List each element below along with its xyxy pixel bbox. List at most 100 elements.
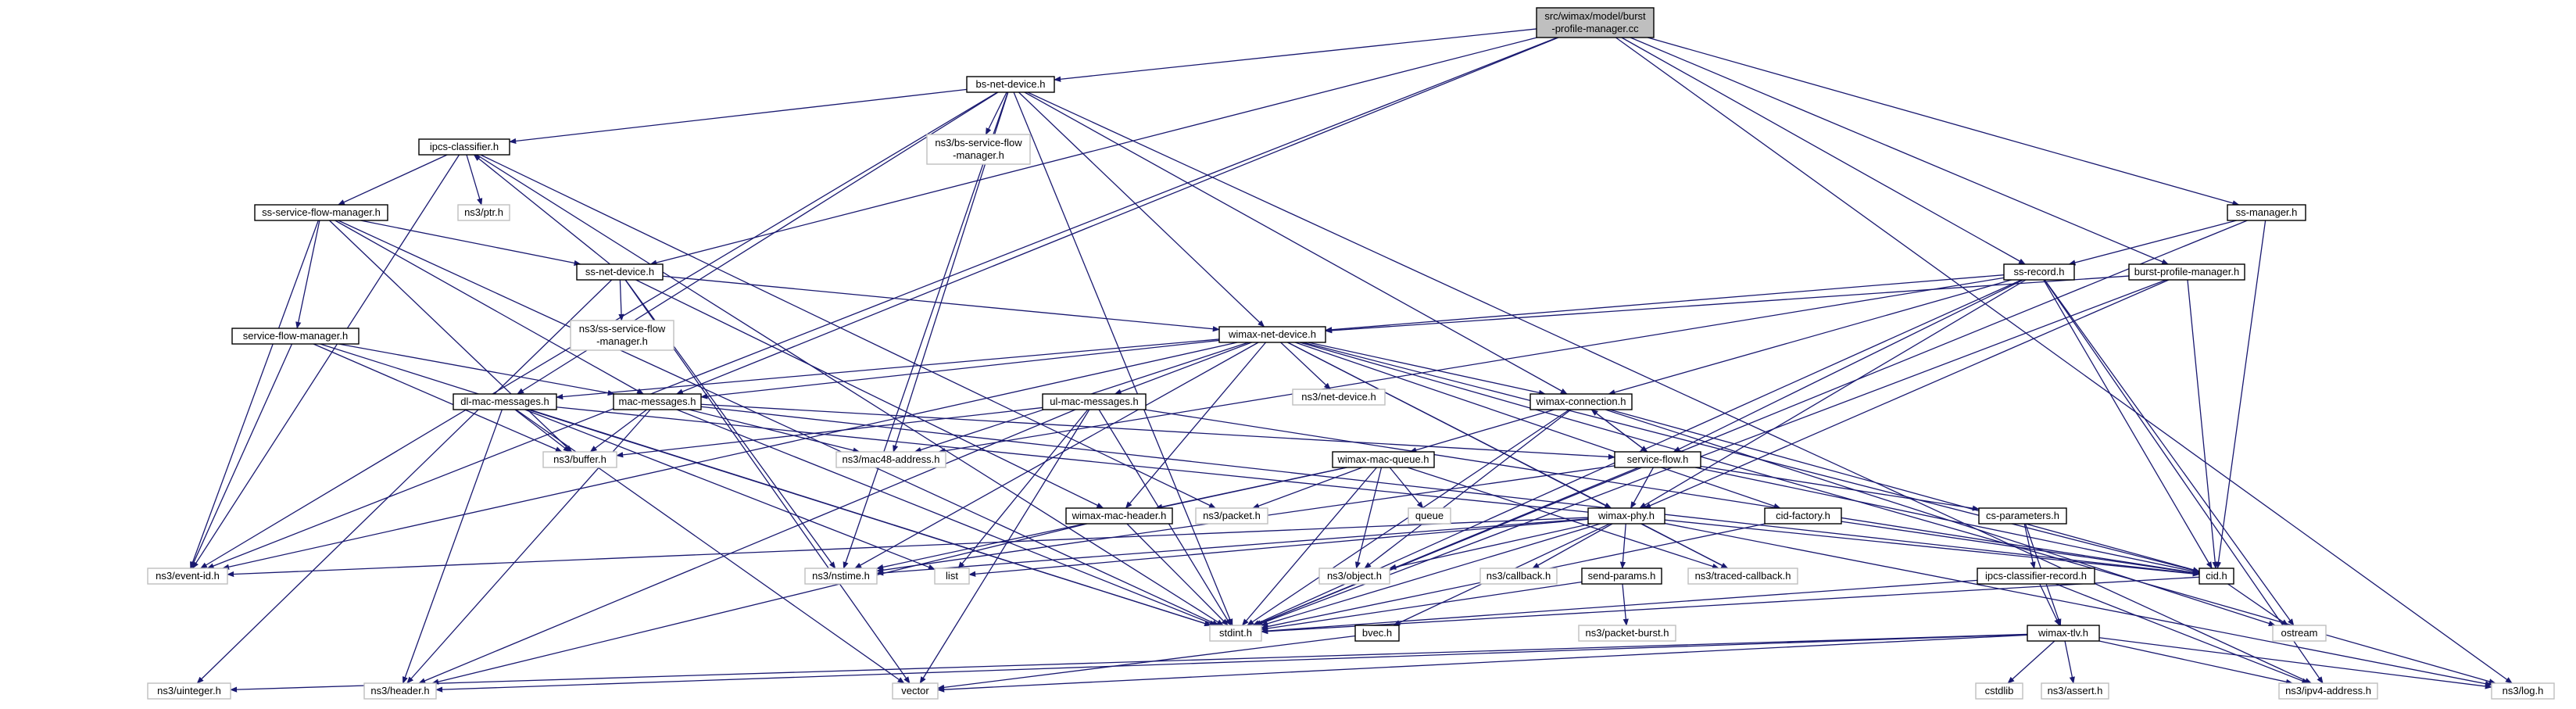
node-bs-net-device[interactable]: bs-net-device.h — [966, 76, 1055, 93]
edge-wimax-tlv-to-ns3-uinteger — [230, 633, 2028, 693]
node-box — [1332, 451, 1435, 468]
node-ss-sfm[interactable]: ss-service-flow-manager.h — [254, 204, 388, 221]
node-label: wimax-phy.h — [1597, 510, 1655, 521]
node-ns3-event-id: ns3/event-id.h — [147, 568, 228, 585]
node-box — [892, 682, 939, 700]
node-box — [254, 204, 388, 221]
node-ipcs-classifier[interactable]: ipcs-classifier.h — [418, 138, 510, 156]
node-label: wimax-mac-queue.h — [1336, 453, 1429, 465]
node-label: ns3/uinteger.h — [157, 685, 221, 696]
node-ul-mac-messages[interactable]: ul-mac-messages.h — [1042, 393, 1147, 410]
node-box — [576, 263, 664, 281]
node-wimax-mac-header[interactable]: wimax-mac-header.h — [1065, 507, 1173, 525]
node-label: cs-parameters.h — [1986, 510, 2059, 521]
node-label: -profile-manager.cc — [1551, 23, 1639, 34]
node-box — [1042, 393, 1147, 410]
node-ss-manager[interactable]: ss-manager.h — [2227, 204, 2306, 221]
node-label: burst-profile-manager.h — [2134, 266, 2239, 278]
nodes-layer: src/wimax/model/burst-profile-manager.cc… — [147, 7, 2555, 700]
node-label: ns3/net-device.h — [1301, 391, 1376, 403]
node-box — [231, 328, 360, 345]
edge-bs-net-device-to-ns3-nstime — [843, 91, 1009, 569]
node-mac-messages[interactable]: mac-messages.h — [613, 393, 702, 410]
node-dl-mac-messages[interactable]: dl-mac-messages.h — [453, 393, 557, 410]
node-label: dl-mac-messages.h — [460, 396, 549, 407]
edge-wimax-mac-header-to-ns3-header — [431, 523, 1088, 685]
node-label: service-flow-manager.h — [243, 330, 348, 342]
node-label: ostream — [2281, 627, 2318, 639]
edge-burst-profile-manager-to-stdint — [1255, 279, 2166, 626]
edge-bs-net-device-to-ns3-bs-sfm — [985, 91, 1007, 135]
node-burst-profile-manager[interactable]: burst-profile-manager.h — [2128, 263, 2245, 281]
edge-dl-mac-messages-to-ns3-buffer — [514, 409, 571, 453]
edge-wimax-phy-to-ns3-callback — [1532, 523, 1613, 569]
node-label: -manager.h — [596, 335, 648, 347]
edge-wimax-connection-to-wimax-mac-queue — [1409, 409, 1555, 453]
node-send-params[interactable]: send-params.h — [1581, 568, 1662, 585]
edge-root-to-burst-profile-manager — [1630, 37, 2170, 265]
node-ipcs-classifier-record[interactable]: ipcs-classifier-record.h — [1977, 568, 2095, 585]
node-wimax-phy[interactable]: wimax-phy.h — [1587, 507, 1665, 525]
node-box — [363, 682, 437, 700]
edge-ss-manager-to-stdint — [1254, 220, 2248, 626]
edge-wimax-mac-queue-to-ns3-traced-cb — [1407, 467, 1719, 569]
edge-ss-record-to-ostream — [2044, 279, 2295, 626]
edge-ss-record-to-cid — [2043, 279, 2213, 569]
edge-ss-record-to-ns3-mac48 — [938, 277, 2005, 454]
edge-ipcs-classifier-record-to-stdint — [1261, 579, 1978, 634]
node-ss-net-device[interactable]: ss-net-device.h — [576, 263, 664, 281]
edge-cid-factory-to-cid — [1841, 521, 2200, 576]
node-wimax-tlv[interactable]: wimax-tlv.h — [2027, 625, 2100, 642]
edge-wimax-phy-to-ns3-traced-cb — [1641, 523, 1729, 569]
edge-bs-net-device-to-wimax-net-device — [1018, 91, 1265, 328]
edge-ul-mac-messages-to-ns3-buffer — [616, 406, 1043, 458]
node-wimax-connection[interactable]: wimax-connection.h — [1530, 393, 1633, 410]
node-wimax-net-device[interactable]: wimax-net-device.h — [1218, 326, 1326, 343]
edge-wimax-net-device-to-mac-messages — [700, 339, 1220, 399]
node-wimax-mac-queue[interactable]: wimax-mac-queue.h — [1332, 451, 1435, 468]
node-box — [1587, 507, 1665, 525]
node-bvec[interactable]: bvec.h — [1354, 625, 1400, 642]
node-box — [2272, 625, 2327, 642]
node-ns3-assert: ns3/assert.h — [2041, 682, 2109, 700]
node-cs-parameters[interactable]: cs-parameters.h — [1978, 507, 2067, 525]
node-cstdlib: cstdlib — [1975, 682, 2023, 700]
edge-ss-record-to-ns3-ipv4 — [2044, 279, 2324, 684]
edge-ss-net-device-to-wimax-net-device — [662, 275, 1220, 332]
edge-root-to-bs-net-device — [1054, 28, 1537, 82]
node-label: wimax-connection.h — [1536, 396, 1626, 407]
node-label: ns3/nstime.h — [812, 570, 870, 582]
node-service-flow[interactable]: service-flow.h — [1614, 451, 1701, 468]
node-ns3-header: ns3/header.h — [363, 682, 437, 700]
node-box — [570, 320, 674, 351]
node-box — [418, 138, 510, 156]
node-cid[interactable]: cid.h — [2199, 568, 2234, 585]
edge-ss-sfm-to-mac-messages — [335, 220, 645, 395]
node-box — [1209, 625, 1262, 642]
node-box — [457, 204, 510, 221]
node-ss-record[interactable]: ss-record.h — [2003, 263, 2075, 281]
edge-dl-mac-messages-to-list — [524, 409, 936, 571]
edge-ss-net-device-to-ipcs-classifier — [473, 154, 610, 265]
node-box — [2227, 204, 2306, 221]
edge-wimax-connection-to-cid — [1609, 409, 2200, 573]
edge-ul-mac-messages-to-vector — [919, 409, 1090, 684]
edge-root-to-ss-manager — [1647, 37, 2240, 206]
edge-wimax-phy-to-ns3-event-id — [227, 517, 1589, 578]
node-ns3-packet-burst: ns3/packet-burst.h — [1578, 625, 1676, 642]
edge-root-to-mac-messages — [675, 37, 1559, 395]
edge-mac-messages-to-stdint — [676, 409, 1217, 626]
node-root[interactable]: src/wimax/model/burst-profile-manager.cc — [1536, 7, 1655, 38]
node-cid-factory[interactable]: cid-factory.h — [1764, 507, 1842, 525]
node-sfm[interactable]: service-flow-manager.h — [231, 328, 360, 345]
node-label: ul-mac-messages.h — [1050, 396, 1138, 407]
edge-wimax-phy-to-ns3-log — [1664, 522, 2492, 687]
node-ns3-log: ns3/log.h — [2491, 682, 2555, 700]
edge-dl-mac-messages-to-cid — [556, 406, 2200, 577]
edge-send-params-to-stdint — [1261, 581, 1583, 632]
node-label: queue — [1415, 510, 1444, 521]
edge-burst-profile-manager-to-wimax-net-device — [1325, 275, 2130, 334]
edge-wimax-net-device-to-ul-mac-messages — [1114, 342, 1252, 395]
edge-wimax-net-device-to-wimax-mac-header — [1125, 342, 1267, 509]
node-ns3-ss-sfm: ns3/ss-service-flow-manager.h — [570, 320, 674, 351]
